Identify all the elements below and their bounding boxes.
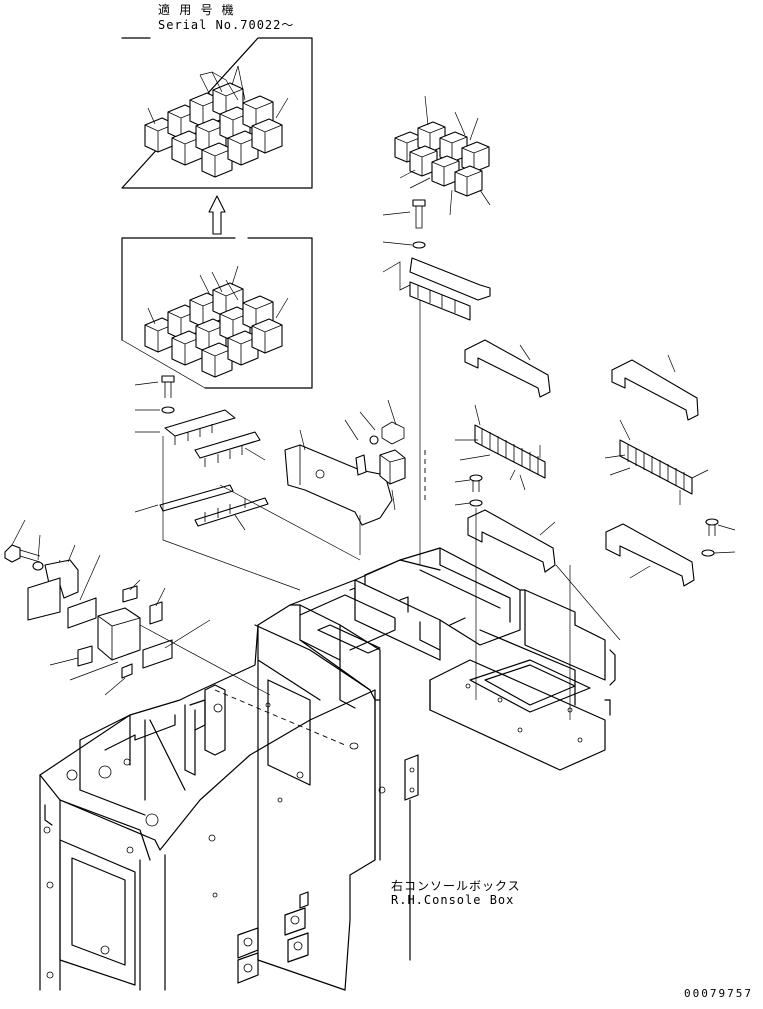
screw-right [701,518,736,557]
upgrade-arrow [208,195,226,235]
serial-number-label: Serial No.70022～ [158,18,295,32]
pads-left [49,554,211,696]
main-frame [39,547,616,991]
comb-bracket-left [134,409,269,531]
cover-center [464,339,551,398]
cover-right [611,354,699,421]
relay-block-old-serial [144,265,289,378]
screw-center [454,474,483,507]
lower-plates [237,891,309,984]
fuse-box-base-center [467,509,556,573]
fuse-holder-center [455,404,546,491]
bolt-left [134,375,175,414]
fuse-box-base-right [605,523,695,587]
relay-block-new-serial [144,65,289,178]
drawing-number: 00079757 [684,987,753,1000]
relay-cluster-right [394,95,491,216]
clip-bracket-left [27,544,79,621]
reference-lines [139,300,621,750]
comb-bracket-right [382,257,491,321]
fuse-holder-right [604,419,709,505]
detail-frame-old-serial [121,237,313,389]
relay-bracket-center [284,399,406,526]
applicable-serial-label: 適 用 号 機 [158,3,235,17]
bolt-top [382,199,426,249]
console-label-en: R.H.Console Box [391,893,515,907]
console-label-jp: 右コンソールボックス [391,879,521,893]
